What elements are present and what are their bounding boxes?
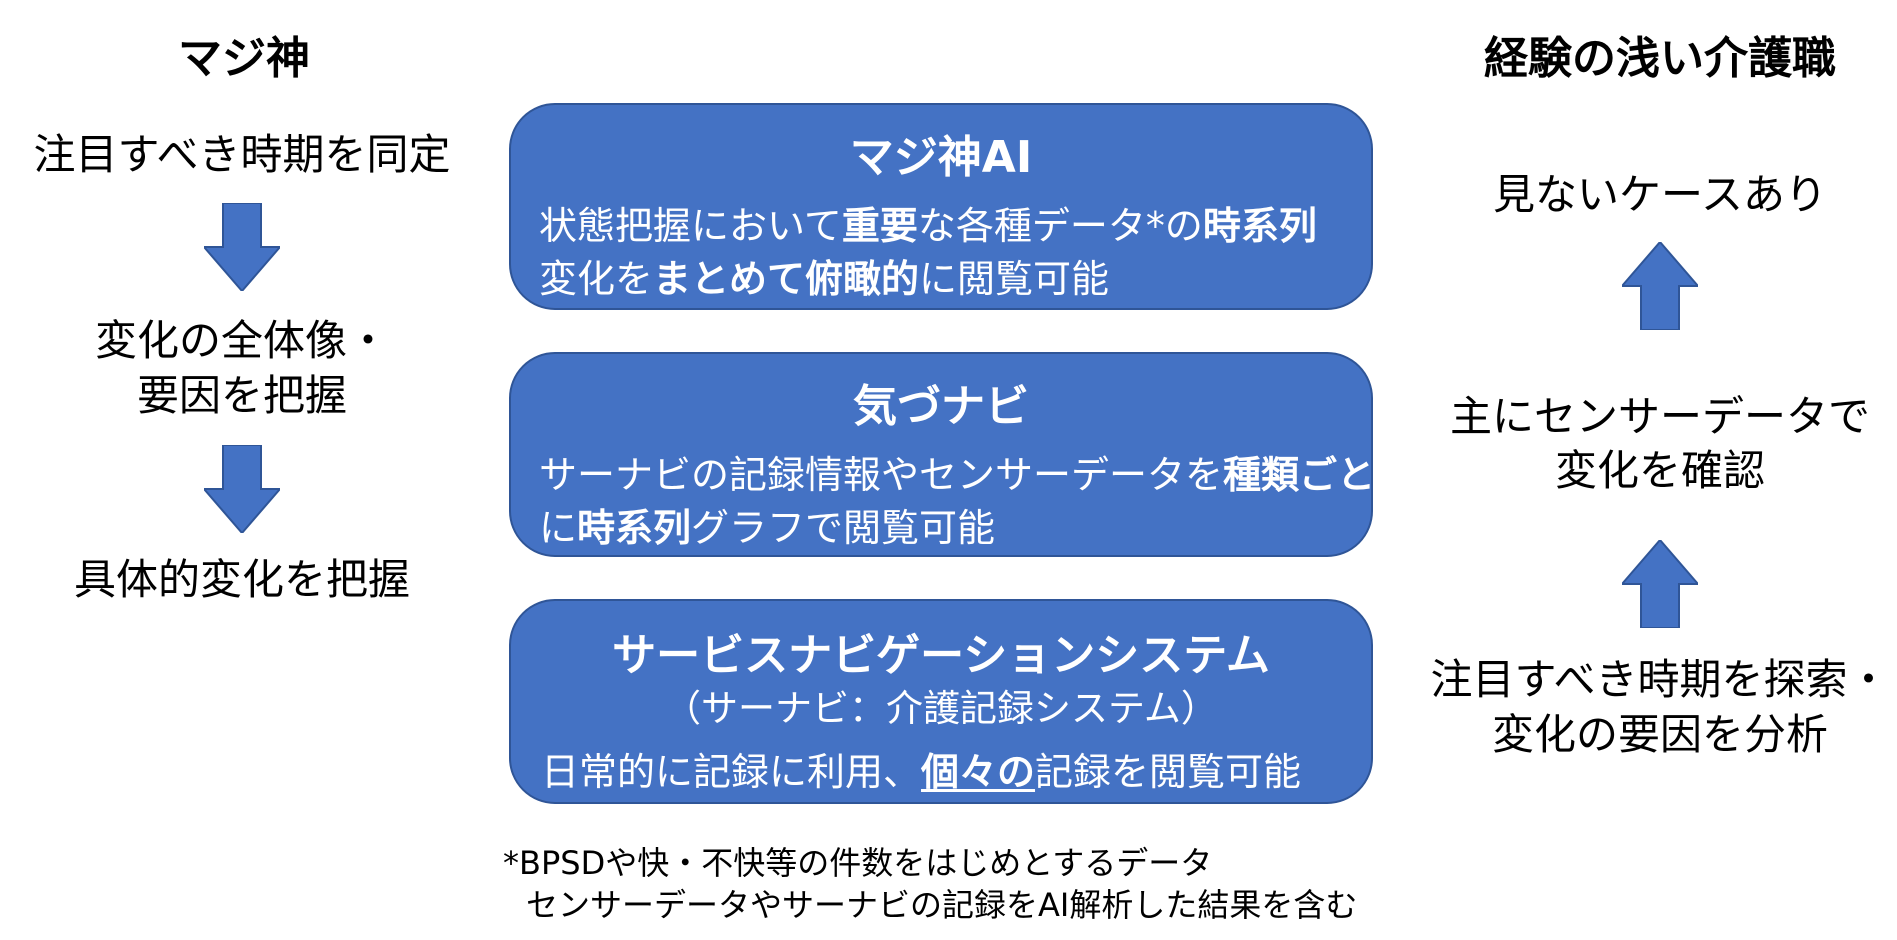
- text-run: 日常的に記録に利用、: [541, 750, 922, 794]
- box-description-line2: 変化をまとめて俯瞰的に閲覧可能: [539, 248, 1109, 303]
- text-run-bold: まとめて俯瞰的: [653, 257, 920, 301]
- box-description-line2: に時系列グラフで閲覧可能: [539, 497, 995, 552]
- right-step-explore-period: 注目すべき時期を探索・: [1430, 655, 1890, 704]
- text-run: 変化を: [539, 257, 654, 301]
- kizunavi-box: 気づナビ サーナビの記録情報やセンサーデータを種類ごと に時系列グラフで閲覧可能: [509, 352, 1375, 557]
- left-step-grasp-factors: 要因を把握: [136, 371, 347, 420]
- text-run: 状態把握において: [539, 204, 842, 248]
- text-run-bold-underline: 個々の: [921, 750, 1036, 794]
- left-column-heading: マジ神: [178, 33, 310, 84]
- up-arrow-icon: [1622, 242, 1698, 330]
- text-run-bold: 時系列: [1202, 204, 1317, 248]
- left-step-specific-change: 具体的変化を把握: [73, 555, 410, 604]
- up-arrow-icon: [1622, 540, 1698, 628]
- down-arrow-icon: [204, 203, 280, 291]
- text-run: サーナビの記録情報やセンサーデータを: [539, 453, 1224, 497]
- right-step-confirm-change: 変化を確認: [1554, 446, 1765, 495]
- down-arrow-icon: [204, 445, 280, 533]
- text-run-bold: 重要: [841, 204, 918, 248]
- text-run: に閲覧可能: [919, 257, 1110, 301]
- right-column-heading: 経験の浅い介護職: [1484, 33, 1836, 84]
- box-description-line1: サーナビの記録情報やセンサーデータを種類ごと: [539, 444, 1375, 499]
- box-title: 気づナビ: [853, 381, 1029, 432]
- text-run: に: [539, 506, 578, 550]
- right-step-sensor-data: 主にセンサーデータで: [1449, 392, 1870, 441]
- box-title: マジ神AI: [849, 132, 1033, 183]
- footnote-line1: *BPSDや快・不快等の件数をはじめとするデータ: [503, 844, 1213, 882]
- left-step-overall-change: 変化の全体像・: [94, 316, 389, 365]
- text-run-bold: 種類ごと: [1223, 453, 1376, 497]
- box-description-line1: 日常的に記録に利用、個々の記録を閲覧可能: [541, 741, 1301, 796]
- box-subtitle: （サーナビ：介護記録システム）: [664, 687, 1218, 730]
- box-description-line1: 状態把握において重要な各種データ*の時系列: [539, 195, 1317, 250]
- text-run: 記録を閲覧可能: [1035, 750, 1302, 794]
- right-step-analyze-factors: 変化の要因を分析: [1491, 710, 1828, 759]
- left-step-identify-period: 注目すべき時期を同定: [33, 130, 451, 179]
- majishin-ai-box: マジ神AI 状態把握において重要な各種データ*の時系列 変化をまとめて俯瞰的に閲…: [509, 103, 1373, 310]
- text-run: グラフで閲覧可能: [691, 506, 996, 550]
- right-step-not-viewed: 見ないケースあり: [1493, 170, 1827, 219]
- box-title: サービスナビゲーションシステム: [612, 630, 1270, 681]
- text-run-bold: 時系列: [577, 506, 692, 550]
- text-run: な各種データ*の: [917, 204, 1203, 248]
- service-navigation-system-box: サービスナビゲーションシステム （サーナビ：介護記録システム） 日常的に記録に利…: [509, 599, 1373, 804]
- footnote-line2: センサーデータやサーナビの記録をAI解析した結果を含む: [526, 886, 1358, 924]
